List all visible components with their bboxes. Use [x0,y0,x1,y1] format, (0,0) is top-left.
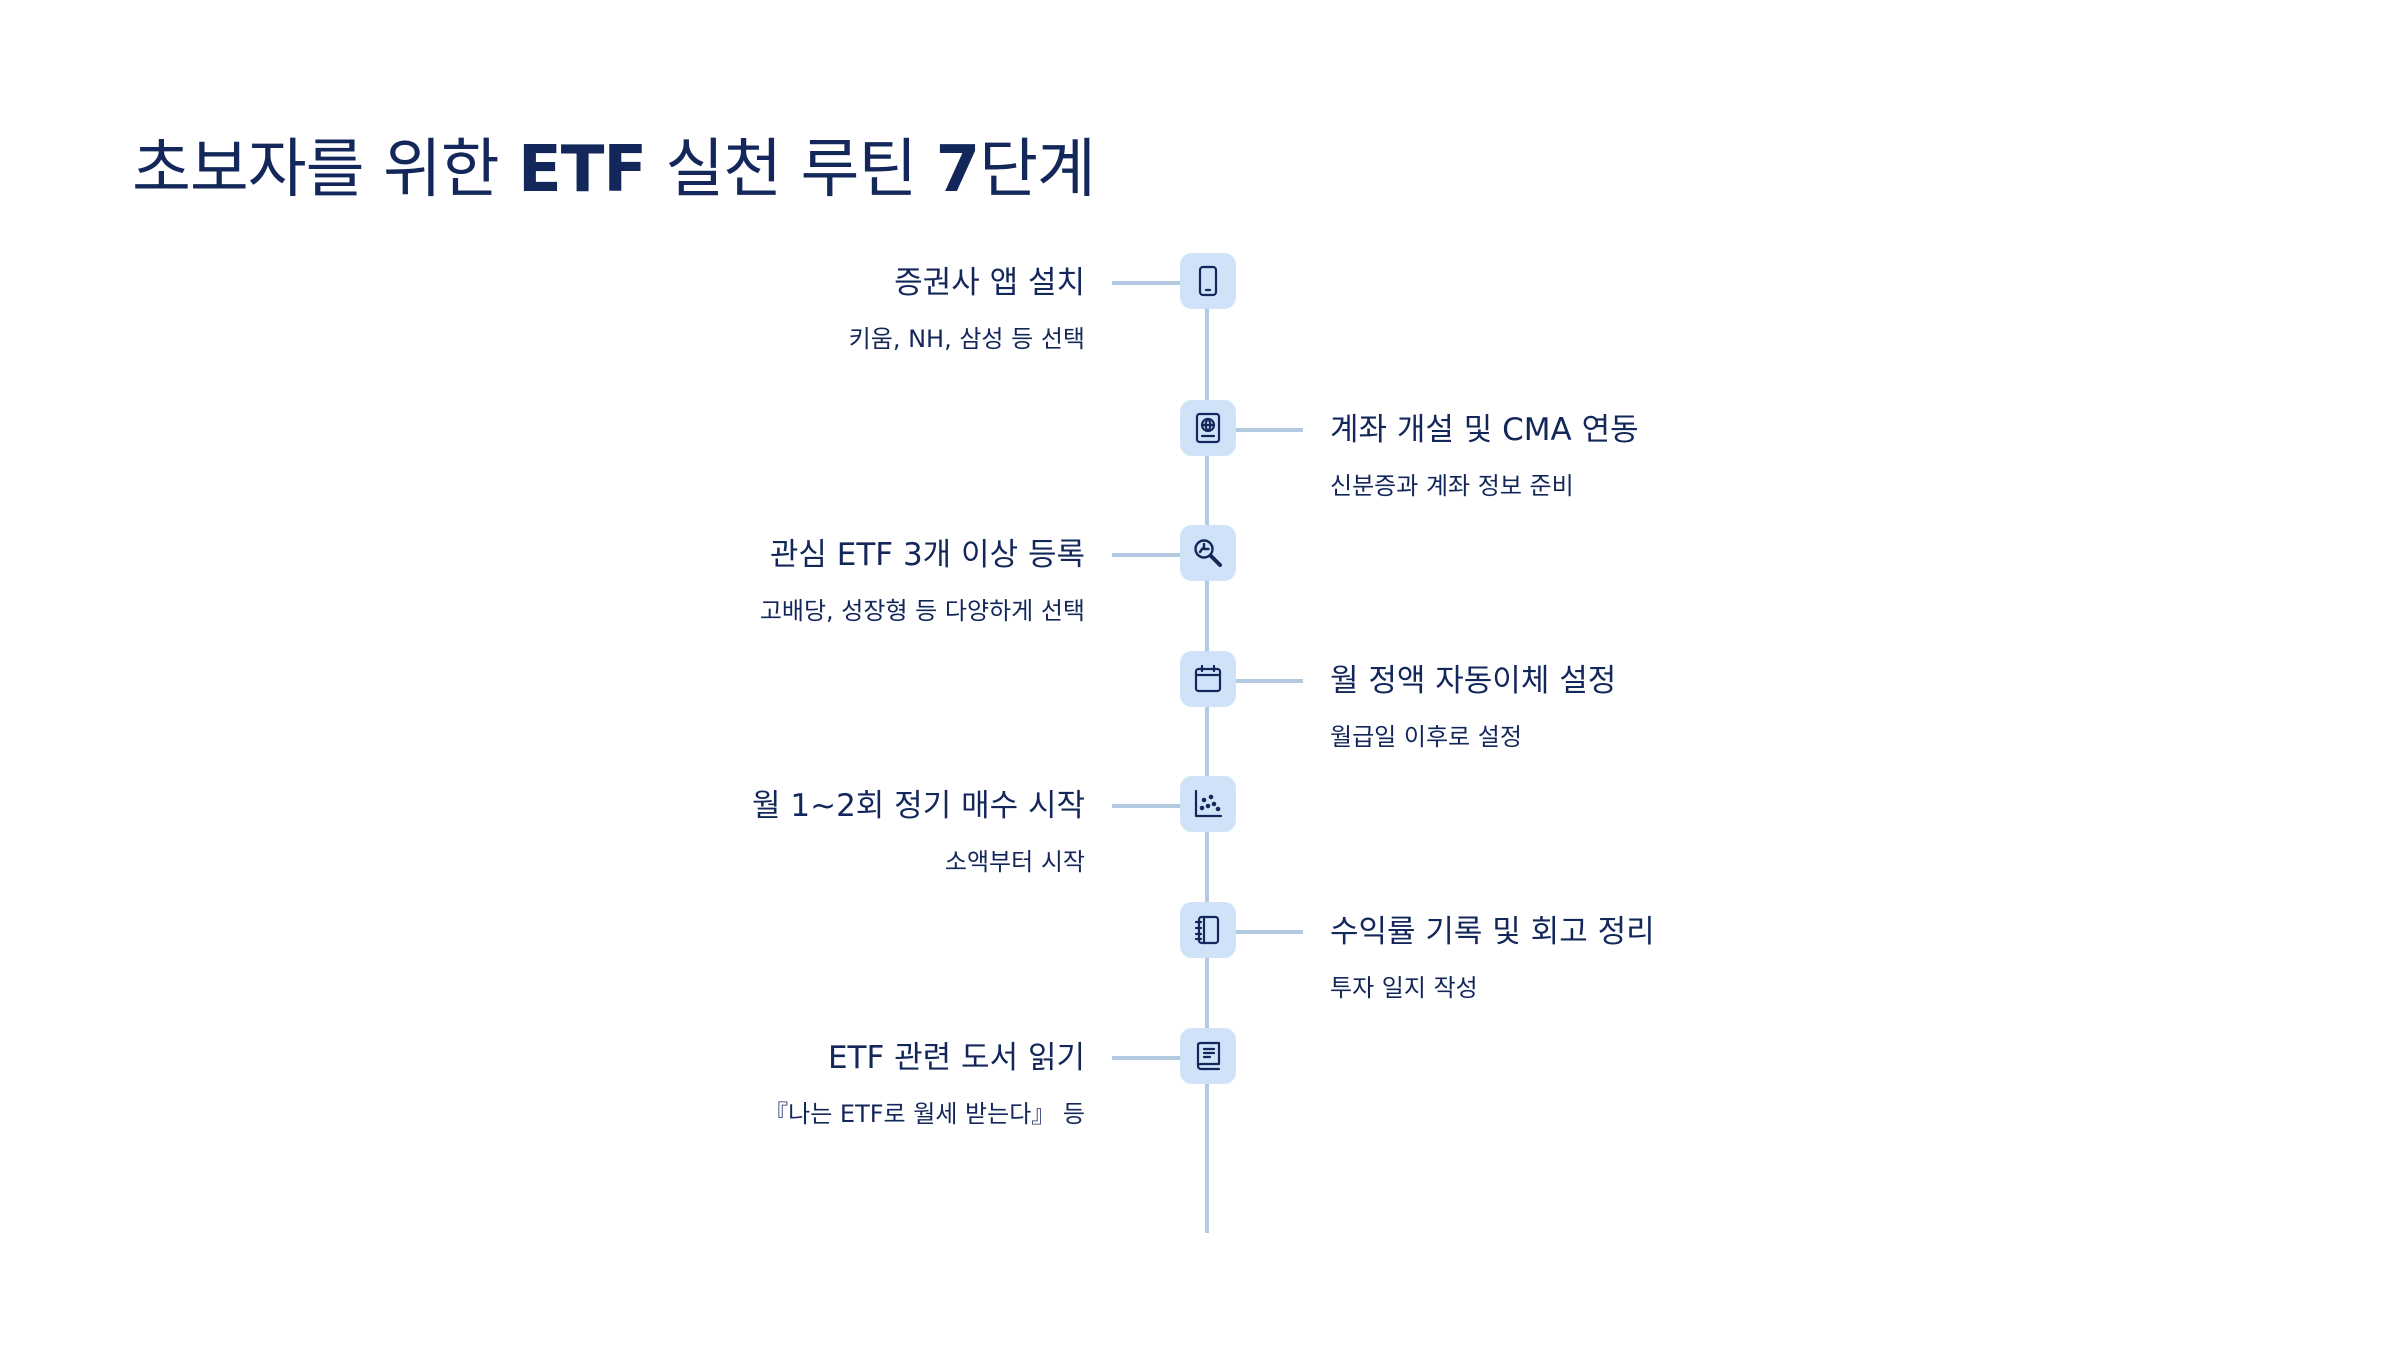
step-description: 투자 일지 작성 [1330,974,1478,1002]
search-analysis-icon [1180,525,1236,581]
passport-icon [1180,400,1236,456]
step-connector [1233,428,1303,432]
step-title: 월 1~2회 정기 매수 시작 [752,788,1085,824]
step-title: 수익률 기록 및 회고 정리 [1330,914,1655,950]
scatter-chart-icon [1180,776,1236,832]
step-title: ETF 관련 도서 읽기 [827,1040,1085,1076]
step-title: 월 정액 자동이체 설정 [1330,663,1617,699]
step-connector [1233,679,1303,683]
step-connector [1112,1056,1182,1060]
timeline-spine [1205,280,1209,1233]
timeline-step-2: 계좌 개설 및 CMA 연동 신분증과 계좌 정보 준비 [0,400,2400,578]
step-description: 『나는 ETF로 월세 받는다』 등 [764,1100,1085,1128]
timeline-step-6: 수익률 기록 및 회고 정리 투자 일지 작성 [0,902,2400,1080]
page-title: 초보자를 위한 ETF 실천 루틴 7단계 [132,133,1096,207]
timeline-step-7: ETF 관련 도서 읽기 『나는 ETF로 월세 받는다』 등 [0,1028,2400,1206]
timeline-step-1: 증권사 앱 설치 키움, NH, 삼성 등 선택 [0,253,2400,431]
timeline-step-3: 관심 ETF 3개 이상 등록 고배당, 성장형 등 다양하게 선택 [0,525,2400,703]
step-description: 소액부터 시작 [944,848,1085,876]
step-title: 관심 ETF 3개 이상 등록 [769,537,1085,573]
timeline-step-4: 월 정액 자동이체 설정 월급일 이후로 설정 [0,651,2400,829]
step-title: 증권사 앱 설치 [894,265,1085,301]
step-title: 계좌 개설 및 CMA 연동 [1330,412,1639,448]
step-description: 고배당, 성장형 등 다양하게 선택 [759,597,1085,625]
step-description: 월급일 이후로 설정 [1330,723,1522,751]
step-description: 키움, NH, 삼성 등 선택 [848,325,1085,353]
step-description: 신분증과 계좌 정보 준비 [1330,472,1574,500]
timeline-step-5: 월 1~2회 정기 매수 시작 소액부터 시작 [0,776,2400,954]
step-connector [1233,930,1303,934]
smartphone-icon [1180,253,1236,309]
step-connector [1112,804,1182,808]
book-icon [1180,1028,1236,1084]
step-connector [1112,553,1182,557]
notebook-icon [1180,902,1236,958]
calendar-icon [1180,651,1236,707]
step-connector [1112,281,1182,285]
